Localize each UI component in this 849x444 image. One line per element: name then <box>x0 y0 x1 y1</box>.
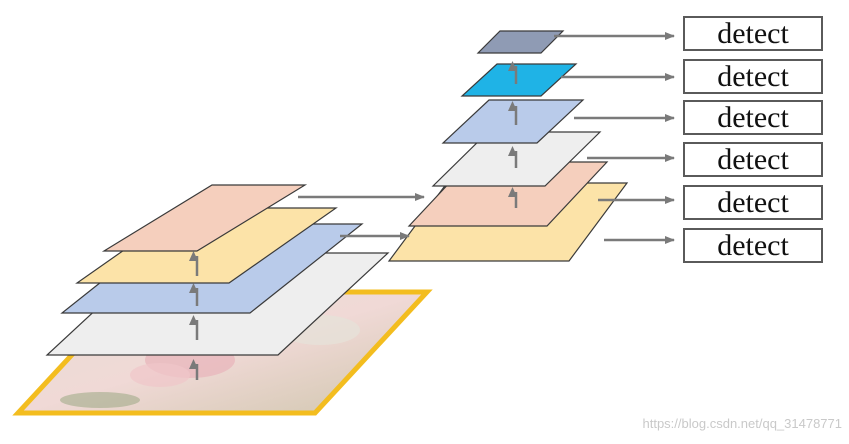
detect-box: detect <box>683 100 823 135</box>
detect-box: detect <box>683 142 823 177</box>
leaf-shape <box>60 392 140 408</box>
left-feature-map-peach <box>101 184 308 252</box>
detect-label: detect <box>717 228 789 262</box>
right-feature-map-blue <box>441 99 585 144</box>
right-feature-map-slate <box>476 30 565 54</box>
flower-petal <box>130 363 190 387</box>
detect-box: detect <box>683 228 823 263</box>
detect-label: detect <box>717 100 789 134</box>
detect-label: detect <box>717 16 789 50</box>
detect-box: detect <box>683 59 823 94</box>
detect-box: detect <box>683 185 823 220</box>
watermark: https://blog.csdn.net/qq_31478771 <box>642 416 843 431</box>
detect-box: detect <box>683 16 823 51</box>
detect-label: detect <box>717 142 789 176</box>
detect-label: detect <box>717 185 789 219</box>
right-feature-map-cyan <box>460 63 578 97</box>
detect-label: detect <box>717 59 789 93</box>
